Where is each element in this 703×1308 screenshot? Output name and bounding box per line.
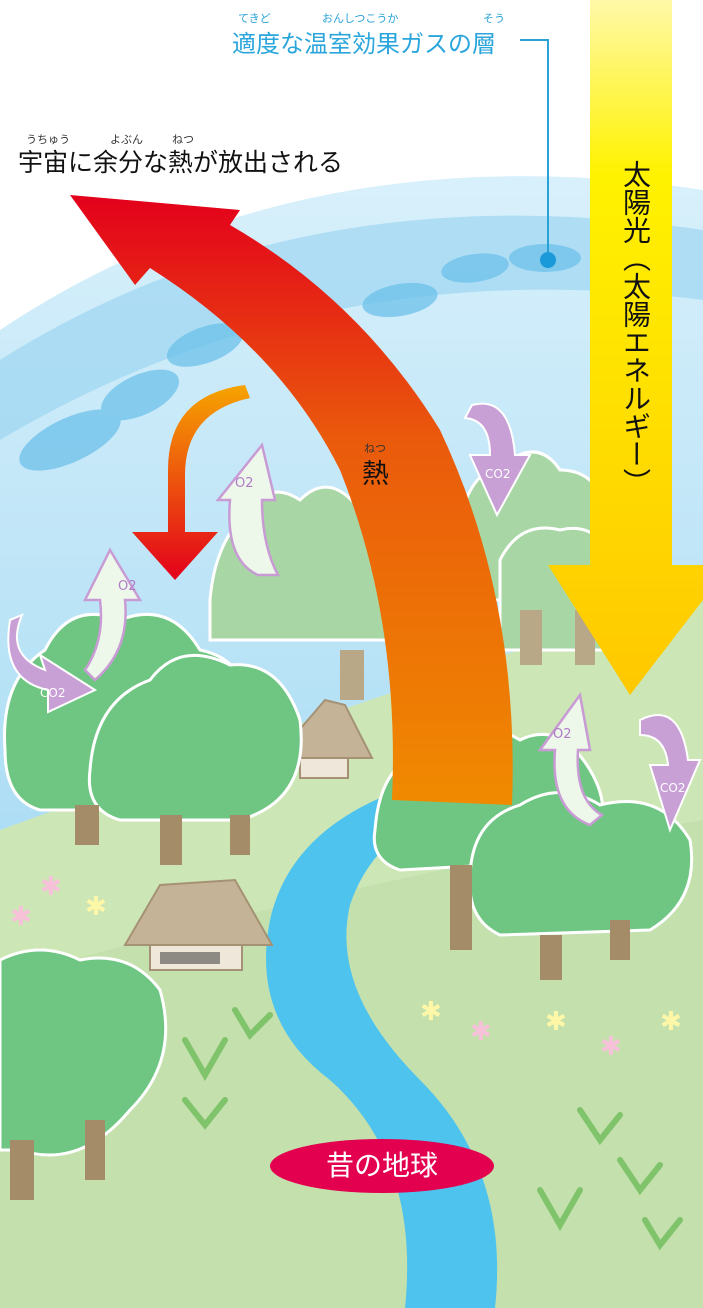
greenhouse-ruby: おんしつこうか [322, 12, 399, 25]
greenhouse-leader-dot [540, 252, 556, 268]
svg-text:✱: ✱ [40, 872, 62, 902]
svg-text:✱: ✱ [85, 892, 107, 922]
space-ruby: よぶん [110, 133, 143, 146]
greenhouse-ruby: てきど [238, 12, 271, 25]
co2-label: CO2 [485, 467, 510, 481]
earth-badge [270, 1139, 494, 1193]
o2-arrow-icon [82, 442, 605, 827]
svg-text:✱: ✱ [600, 1032, 622, 1062]
svg-text:✱: ✱ [470, 1017, 492, 1047]
svg-text:✱: ✱ [545, 1007, 567, 1037]
sunlight-label: 太陽光（太陽エネルギー） [619, 160, 652, 496]
space-ruby: うちゅう [26, 133, 70, 146]
heat-label: 熱 [362, 459, 389, 490]
o2-label: O2 [553, 727, 572, 742]
greenhouse-gas-layer [0, 215, 703, 440]
greenhouse-gas-clouds [19, 244, 581, 471]
co2-label: CO2 [40, 686, 65, 700]
co2-arrow-icon [7, 402, 702, 833]
house-icon [293, 698, 374, 779]
greenhouse-leader-line [520, 39, 549, 258]
heat-arrow [70, 195, 513, 805]
space-ruby: ねつ [172, 133, 194, 146]
greenhouse-label: 適度な温室効果ガスの層 [232, 30, 496, 58]
flower-icon: ✱ ✱ ✱ ✱ ✱ ✱ ✱ ✱ [10, 872, 682, 1062]
heat-ruby: ねつ [364, 442, 386, 455]
co2-label: CO2 [660, 781, 685, 795]
greenhouse-ruby: そう [483, 12, 505, 25]
svg-text:✱: ✱ [420, 997, 442, 1027]
svg-text:✱: ✱ [10, 902, 32, 932]
svg-text:✱: ✱ [660, 1007, 682, 1037]
tree-icon [340, 610, 595, 700]
grass-icon [182, 1007, 683, 1251]
o2-label: O2 [235, 476, 254, 491]
trapped-heat-arrow [132, 385, 250, 580]
earth-label: 昔の地球 [325, 1149, 438, 1182]
house-icon [123, 878, 274, 971]
space-release-label: 宇宙に余分な熱が放出される [18, 148, 344, 177]
tree-icon [10, 805, 630, 1200]
o2-label: O2 [118, 579, 137, 594]
sunlight-arrow [548, 0, 703, 695]
